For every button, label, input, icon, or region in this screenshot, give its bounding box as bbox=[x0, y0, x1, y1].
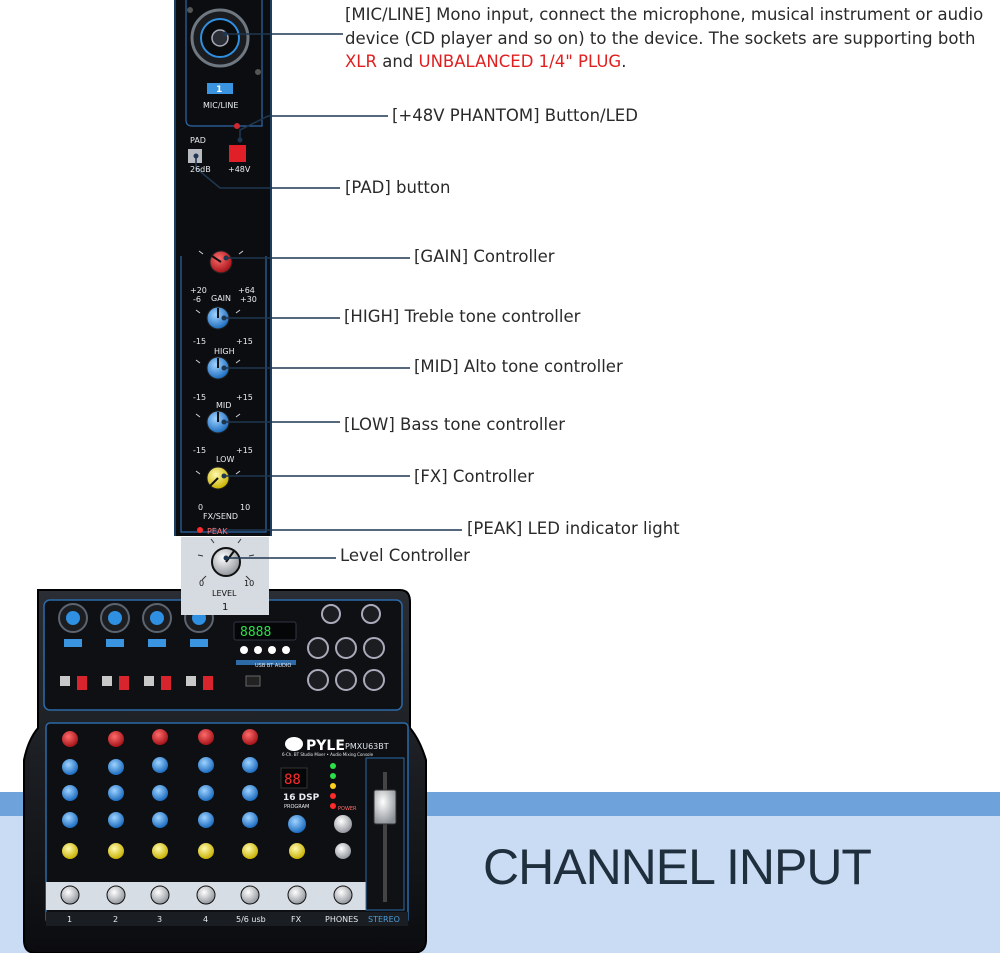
channel-strip bbox=[174, 0, 272, 615]
callout-pad: [PAD] button bbox=[345, 178, 451, 197]
mixer-buttons bbox=[60, 676, 213, 690]
strip-gain-r: +64 bbox=[238, 286, 255, 295]
strip-gain-l: +20 bbox=[190, 286, 207, 295]
callout-low: [LOW] Bass tone controller bbox=[344, 415, 566, 434]
mixer-ch-2: 2 bbox=[113, 915, 118, 924]
mixer-dsp-label: 16 DSP bbox=[283, 793, 320, 803]
strip-gain: GAIN bbox=[211, 294, 231, 303]
mixer-knob-columns bbox=[62, 729, 352, 859]
strip-low-min: -15 bbox=[193, 446, 206, 455]
mixer-stereo-fader bbox=[365, 757, 405, 911]
strip-bottom-num: 1 bbox=[222, 602, 228, 613]
strip-low: LOW bbox=[216, 455, 234, 464]
intro-end: . bbox=[621, 52, 627, 71]
mixer-ch-3: 3 bbox=[157, 915, 162, 924]
callout-dots bbox=[193, 31, 243, 561]
mixer-ch-56: 5/6 usb bbox=[236, 915, 266, 924]
strip-pad: PAD bbox=[190, 136, 206, 145]
svg-text:8888: 8888 bbox=[240, 625, 271, 640]
mixer-channel-tags bbox=[64, 639, 208, 647]
strip-mid: MID bbox=[216, 401, 231, 410]
strip-fx: FX/SEND bbox=[203, 512, 238, 521]
mixer-ch-4: 4 bbox=[203, 915, 208, 924]
strip-channel-num: 1 bbox=[216, 85, 222, 95]
strip-micline: MIC/LINE bbox=[203, 101, 238, 110]
mixer-dsp-display: 88 bbox=[284, 772, 301, 788]
callout-phantom: [+48V PHANTOM] Button/LED bbox=[392, 106, 638, 125]
mixer-ch-fx: FX bbox=[291, 915, 302, 924]
strip-mid-min: -15 bbox=[193, 393, 206, 402]
callout-high: [HIGH] Treble tone controller bbox=[344, 307, 581, 326]
strip-high-min: -15 bbox=[193, 337, 206, 346]
strip-low-max: +15 bbox=[236, 446, 253, 455]
brand-text: PYLE bbox=[306, 738, 345, 754]
mixer-ch-phones: PHONES bbox=[325, 915, 358, 924]
channel-input-title: CHANNEL INPUT bbox=[483, 839, 872, 895]
mixer-ch-1: 1 bbox=[67, 915, 72, 924]
callout-lines bbox=[195, 33, 462, 559]
strip-high: HIGH bbox=[214, 347, 235, 356]
mixer-channel-labels: 1 2 3 4 5/6 usb FX PHONES STEREO 16 DSP … bbox=[67, 663, 400, 924]
callout-fx: [FX] Controller bbox=[414, 467, 535, 486]
strip-level-min: 0 bbox=[199, 579, 204, 588]
strip-pad-db: 26dB bbox=[190, 165, 211, 174]
strip-gain-r2: +30 bbox=[240, 295, 257, 304]
mixer-input-jacks bbox=[58, 603, 214, 633]
callout-gain: [GAIN] Controller bbox=[414, 247, 555, 266]
strip-level-max: 10 bbox=[244, 579, 254, 588]
strip-fx-max: 10 bbox=[240, 503, 250, 512]
callout-level: Level Controller bbox=[340, 546, 470, 565]
mixer-output-jacks bbox=[307, 604, 385, 691]
intro-and: and bbox=[376, 52, 419, 71]
mixer-dsp-sub: PROGRAM bbox=[284, 804, 309, 810]
strip-level: LEVEL bbox=[212, 589, 237, 598]
strip-phantom: +48V bbox=[228, 165, 251, 174]
pyle-logo: PYLE PMXU63BT bbox=[285, 737, 389, 754]
strip-high-max: +15 bbox=[236, 337, 253, 346]
mixer-dsp: 88 bbox=[280, 763, 336, 809]
strip-peak: PEAK bbox=[207, 527, 228, 536]
mixer-level-row bbox=[46, 882, 366, 910]
strip-fx-min: 0 bbox=[198, 503, 203, 512]
strip-mid-max: +15 bbox=[236, 393, 253, 402]
strip-gain-l2: -6 bbox=[193, 295, 201, 304]
strip-labels: 1 MIC/LINE PAD 26dB +48V +20 -6 GAIN +64… bbox=[190, 85, 257, 536]
mixer-ch-stereo: STEREO bbox=[368, 915, 400, 924]
intro-xlr: XLR bbox=[345, 52, 377, 71]
mixer-usb-label: USB BT AUDIO bbox=[255, 663, 291, 669]
mixer-power: POWER bbox=[338, 806, 357, 812]
callout-peak: [PEAK] LED indicator light bbox=[467, 519, 680, 538]
intro-paragraph: [MIC/LINE] Mono input, connect the micro… bbox=[345, 3, 995, 74]
mixer-subtitle: 6-Ch. BT Studio Mixer • Audio Mixing Con… bbox=[282, 752, 374, 757]
callout-mid: [MID] Alto tone controller bbox=[414, 357, 623, 376]
strip-level-labels: 0 10 LEVEL 1 bbox=[199, 579, 254, 613]
intro-text: [MIC/LINE] Mono input, connect the micro… bbox=[345, 5, 984, 48]
mixer-usb-area: 8888 bbox=[233, 621, 297, 687]
model-text: PMXU63BT bbox=[345, 742, 389, 751]
intro-plug: UNBALANCED 1/4" PLUG bbox=[418, 52, 622, 71]
